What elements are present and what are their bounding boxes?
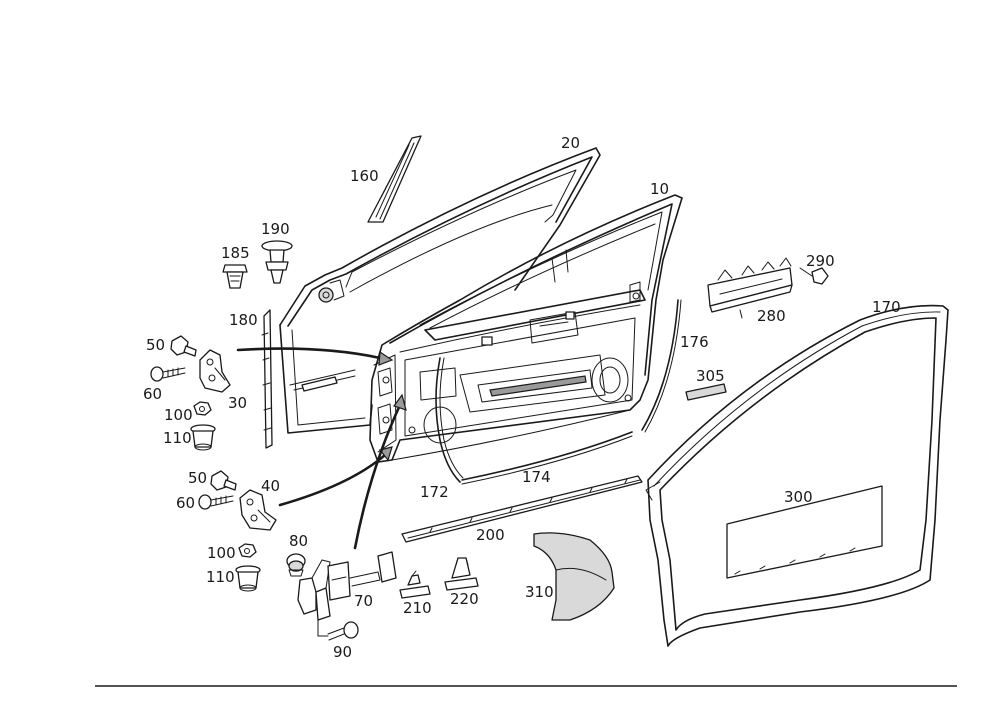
label-40: 40: [261, 477, 280, 495]
label-90: 90: [333, 643, 352, 661]
part-310-foam-block[interactable]: [533, 532, 615, 621]
part-180-seal-strip[interactable]: [261, 309, 273, 449]
label-110-lower: 110: [206, 568, 235, 586]
assembly-arrows: [236, 347, 407, 550]
part-280-door-handle[interactable]: [707, 257, 793, 319]
part-110-bushing-upper[interactable]: [190, 424, 216, 451]
label-60-lower: 60: [176, 494, 195, 512]
part-60-screw-upper[interactable]: [150, 366, 186, 382]
label-210: 210: [403, 599, 432, 617]
part-174-seal-strip[interactable]: [461, 431, 633, 485]
label-300: 300: [784, 488, 813, 506]
label-30: 30: [228, 394, 247, 412]
label-200: 200: [476, 526, 505, 544]
label-50-upper: 50: [146, 336, 165, 354]
part-170-door-seal-frame[interactable]: [645, 304, 949, 647]
label-100-lower: 100: [207, 544, 236, 562]
part-176-vertical-seal[interactable]: [641, 299, 682, 433]
label-280: 280: [757, 307, 786, 325]
label-190: 190: [261, 220, 290, 238]
part-220-clip[interactable]: [444, 557, 479, 591]
part-100-nut-upper[interactable]: [193, 401, 212, 416]
part-300-membrane-sheet[interactable]: [726, 485, 883, 579]
label-305: 305: [696, 367, 725, 385]
label-60-upper: 60: [143, 385, 162, 403]
part-50-bolt-lower[interactable]: [210, 470, 237, 491]
part-50-bolt-upper[interactable]: [170, 335, 197, 357]
part-290-screw[interactable]: [799, 267, 829, 285]
part-90-bolt-bracket[interactable]: [297, 559, 359, 641]
label-290: 290: [806, 252, 835, 270]
label-180: 180: [229, 311, 258, 329]
part-305-pad[interactable]: [685, 383, 727, 401]
label-70: 70: [354, 592, 373, 610]
part-40-lower-hinge[interactable]: [239, 489, 277, 531]
part-100-nut-lower[interactable]: [238, 543, 257, 558]
part-70-door-check[interactable]: [327, 551, 397, 601]
part-labels: 160 20 10 190 185 180 50 60 30 100 110 5…: [143, 134, 901, 661]
part-190-push-pin[interactable]: [261, 240, 293, 284]
label-220: 220: [450, 590, 479, 608]
part-20-outer-door-shell[interactable]: [279, 147, 601, 434]
part-185-clip[interactable]: [222, 264, 248, 289]
label-185: 185: [221, 244, 250, 262]
part-172-curved-seal[interactable]: [435, 357, 464, 483]
label-100-upper: 100: [164, 406, 193, 424]
part-60-screw-lower[interactable]: [198, 494, 234, 510]
part-30-upper-hinge[interactable]: [199, 349, 231, 393]
label-50-lower: 50: [188, 469, 207, 487]
label-310: 310: [525, 583, 554, 601]
label-110-upper: 110: [163, 429, 192, 447]
part-110-bushing-lower[interactable]: [235, 565, 261, 592]
part-10-inner-door-panel[interactable]: [369, 194, 683, 463]
label-20: 20: [561, 134, 580, 152]
label-176: 176: [680, 333, 709, 351]
part-160-window-trim[interactable]: [367, 135, 422, 223]
label-80: 80: [289, 532, 308, 550]
label-174: 174: [522, 468, 551, 486]
label-172: 172: [420, 483, 449, 501]
part-80-grommet[interactable]: [286, 553, 306, 577]
part-210-clip[interactable]: [399, 570, 431, 599]
label-160: 160: [350, 167, 379, 185]
label-10: 10: [650, 180, 669, 198]
label-170: 170: [872, 298, 901, 316]
part-200-sill-seal[interactable]: [401, 475, 643, 543]
